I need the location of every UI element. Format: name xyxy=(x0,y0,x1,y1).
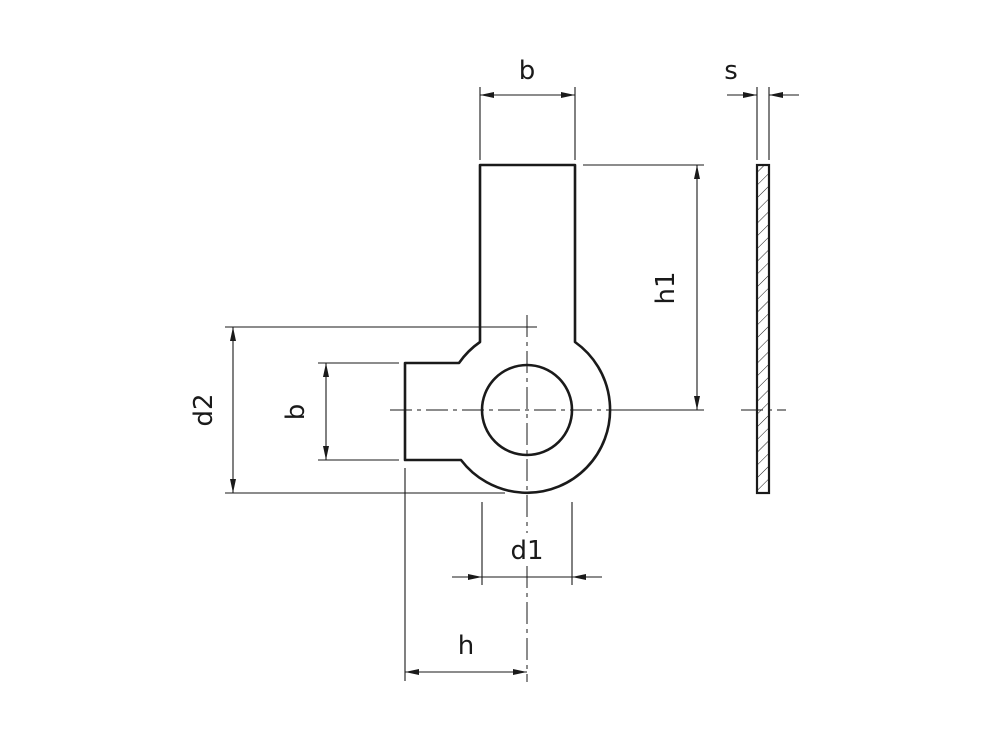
dim-label-h: h xyxy=(458,631,474,661)
dim-label-b-left: b xyxy=(281,404,311,421)
dim-label-b-top: b xyxy=(519,56,536,86)
dimension-b-left: b xyxy=(281,362,399,461)
dimension-d2: d2 xyxy=(189,326,537,494)
dimension-s: s xyxy=(724,56,799,160)
dimension-d1: d1 xyxy=(452,502,602,585)
dim-label-s: s xyxy=(724,56,738,86)
dim-label-d2: d2 xyxy=(189,393,219,426)
dim-label-d1: d1 xyxy=(510,536,543,566)
side-view xyxy=(755,163,771,495)
dimension-b-top: b xyxy=(479,56,576,160)
dimension-h1: h1 xyxy=(583,164,704,411)
front-view xyxy=(403,163,612,495)
dim-label-h1: h1 xyxy=(651,271,681,304)
side-view-section xyxy=(755,163,771,495)
front-view-outline xyxy=(403,163,612,495)
center-lines xyxy=(390,315,786,682)
dimension-h: h xyxy=(404,468,527,681)
